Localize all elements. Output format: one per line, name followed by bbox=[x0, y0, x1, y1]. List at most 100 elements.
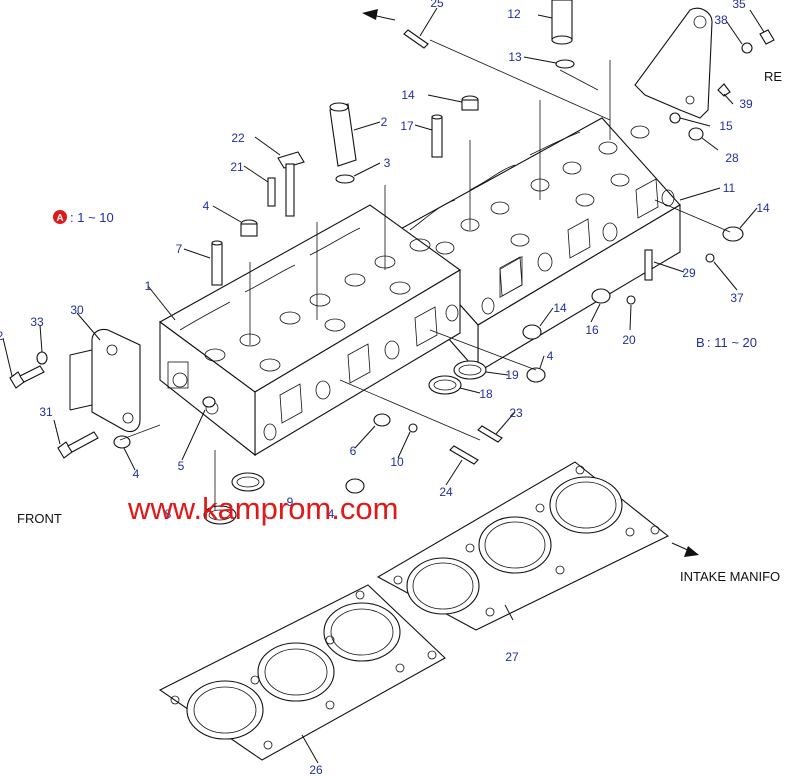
plug-part-4a bbox=[240, 219, 258, 237]
callout-20: 20 bbox=[622, 333, 636, 347]
bolt-part-39 bbox=[717, 83, 731, 97]
ring-part-13 bbox=[555, 59, 575, 69]
group-b-range: : 11 ~ 20 bbox=[707, 335, 757, 350]
callout-3: 3 bbox=[384, 156, 391, 170]
callout-6: 6 bbox=[350, 444, 357, 458]
callout-13: 13 bbox=[508, 50, 522, 64]
intake-manifold-label: INTAKE MANIFO bbox=[680, 569, 780, 584]
plug-part-28 bbox=[688, 127, 704, 141]
rear-bracket bbox=[634, 7, 713, 119]
stud-part-24 bbox=[449, 445, 479, 465]
seal-part-18 bbox=[428, 375, 462, 395]
callout-15: 15 bbox=[719, 119, 733, 133]
callout-2: 2 bbox=[381, 115, 388, 129]
intake-arrow-icon bbox=[671, 542, 699, 557]
callout-4-bottom: 4 bbox=[328, 507, 335, 521]
plug-part-14a bbox=[461, 95, 479, 111]
washer-part-38 bbox=[741, 42, 753, 54]
callout-10: 10 bbox=[390, 455, 404, 469]
callout-4-left: 4 bbox=[133, 467, 140, 481]
pin-part-17 bbox=[431, 114, 443, 158]
callout-24: 24 bbox=[439, 485, 453, 499]
callout-31: 31 bbox=[39, 405, 53, 419]
sleeve-part-12 bbox=[551, 0, 573, 45]
front-cylinder-head bbox=[158, 204, 462, 457]
ring-part-10 bbox=[408, 423, 418, 433]
plug-part-14b bbox=[722, 226, 744, 242]
group-a-legend: A : 1 ~ 10 bbox=[53, 210, 114, 225]
callout-8: 8 bbox=[165, 507, 172, 521]
callout-12: 12 bbox=[507, 7, 521, 21]
ring-part-20 bbox=[626, 295, 636, 305]
pin-part-29 bbox=[644, 249, 653, 281]
callout-4-right: 4 bbox=[547, 349, 554, 363]
bolt-part-22 bbox=[277, 151, 305, 217]
callout-33: 33 bbox=[30, 315, 44, 329]
front-head-gasket bbox=[158, 584, 446, 761]
callout-2-left: 2 bbox=[0, 329, 4, 343]
group-a-range: : 1 ~ 10 bbox=[70, 210, 114, 225]
callout-25: 25 bbox=[430, 0, 444, 10]
sleeve-part-2 bbox=[329, 102, 357, 167]
group-a-badge-icon bbox=[53, 210, 67, 224]
callout-35: 35 bbox=[732, 0, 746, 11]
plug-part-4b bbox=[526, 367, 546, 383]
seal-part-19 bbox=[453, 360, 487, 380]
callout-1: 1 bbox=[145, 279, 152, 293]
callout-14-mid: 14 bbox=[553, 301, 567, 315]
callout-38: 38 bbox=[714, 13, 728, 27]
callout-28: 28 bbox=[725, 151, 739, 165]
ring-part-15 bbox=[669, 112, 681, 124]
callout-14-top: 14 bbox=[401, 88, 415, 102]
callout-7: 7 bbox=[176, 242, 183, 256]
callout-5: 5 bbox=[178, 459, 185, 473]
bolt-part-35 bbox=[759, 29, 775, 45]
ring-part-37 bbox=[705, 253, 715, 263]
rear-head-gasket bbox=[376, 461, 670, 631]
callout-39: 39 bbox=[739, 97, 753, 111]
rear-label: RE bbox=[764, 69, 782, 84]
callout-29: 29 bbox=[682, 266, 696, 280]
callout-9: 9 bbox=[287, 495, 294, 509]
bolt-part-31 bbox=[57, 431, 99, 459]
group-b-badge-letter: B bbox=[696, 335, 705, 350]
callout-18: 18 bbox=[479, 387, 493, 401]
callout-4-top: 4 bbox=[203, 199, 210, 213]
stud-part-23 bbox=[477, 425, 503, 443]
pin-part-7 bbox=[211, 240, 223, 286]
callout-19: 19 bbox=[505, 368, 519, 382]
washer-part-33 bbox=[36, 351, 48, 365]
callout-30: 30 bbox=[70, 303, 84, 317]
stud-part-21 bbox=[267, 177, 276, 207]
rear-arrow-icon bbox=[362, 9, 396, 21]
callout-23: 23 bbox=[509, 406, 523, 420]
seal-part-9 bbox=[231, 472, 265, 492]
seal-part-8 bbox=[203, 505, 237, 525]
callout-27: 27 bbox=[505, 650, 519, 664]
stud-part-25 bbox=[403, 29, 429, 49]
callout-26: 26 bbox=[309, 763, 323, 777]
plug-part-4c bbox=[113, 435, 131, 449]
plug-part-5 bbox=[202, 396, 216, 408]
leader-lines bbox=[2, 7, 765, 764]
callout-37: 37 bbox=[730, 291, 744, 305]
group-b-legend: B : 11 ~ 20 bbox=[696, 335, 757, 350]
callout-22: 22 bbox=[231, 131, 245, 145]
ring-part-3 bbox=[335, 174, 355, 184]
plug-part-16 bbox=[591, 288, 611, 304]
group-a-badge-letter: A bbox=[56, 213, 63, 224]
front-bracket bbox=[69, 328, 141, 433]
plug-part-6 bbox=[373, 413, 391, 427]
front-label: FRONT bbox=[17, 511, 62, 526]
callout-14-right: 14 bbox=[756, 201, 770, 215]
plug-part-14c bbox=[522, 324, 542, 340]
plug-part-4d bbox=[345, 478, 365, 494]
callout-21: 21 bbox=[230, 160, 244, 174]
bolt-part-32 bbox=[9, 365, 45, 389]
watermark: www.kamprom.com bbox=[127, 491, 398, 526]
callout-17: 17 bbox=[400, 119, 414, 133]
callout-16: 16 bbox=[585, 323, 599, 337]
callout-11: 11 bbox=[723, 181, 736, 195]
